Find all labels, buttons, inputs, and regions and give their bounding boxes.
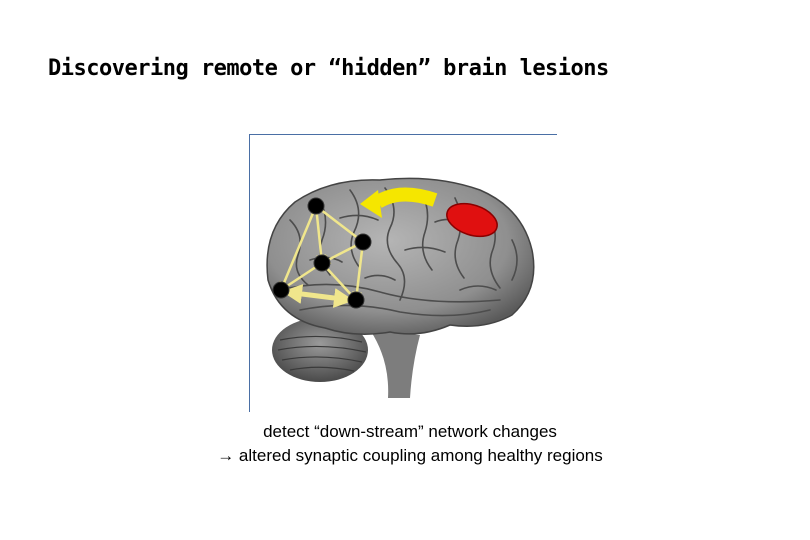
brain-figure (250, 160, 550, 400)
slide-title: Discovering remote or “hidden” brain les… (48, 56, 609, 81)
network-node (348, 292, 364, 308)
figure-frame-top-border (249, 134, 557, 135)
brainstem-shape (370, 330, 420, 398)
network-node (314, 255, 330, 271)
implies-arrow-icon: → (217, 446, 234, 465)
caption-line-2-text: altered synaptic coupling among healthy … (234, 446, 603, 465)
cortex-shape (267, 178, 534, 334)
network-node (355, 234, 371, 250)
network-node (308, 198, 324, 214)
network-node (273, 282, 289, 298)
slide-caption: detect “down-stream” network changes → a… (160, 420, 660, 468)
caption-line-1: detect “down-stream” network changes (160, 420, 660, 444)
caption-line-2: → altered synaptic coupling among health… (160, 444, 660, 468)
